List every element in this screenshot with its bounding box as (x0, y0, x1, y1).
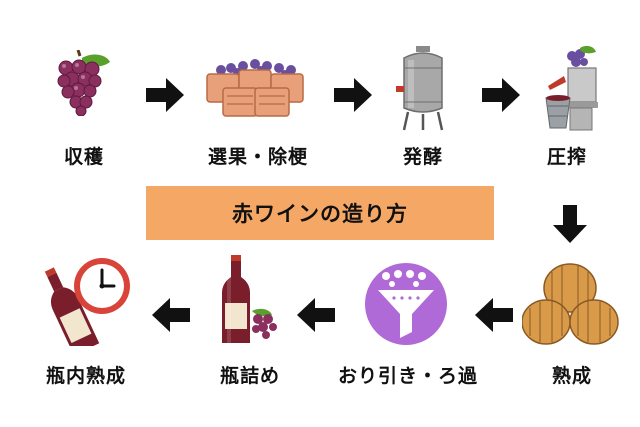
step-fermentation (394, 46, 452, 132)
arrow-left-icon (297, 298, 335, 332)
step-label-aging: 熟成 (551, 365, 593, 387)
arrow-right-icon (334, 78, 372, 112)
grape-crates-icon (206, 59, 304, 117)
step-aging (522, 262, 620, 346)
arrow-right-icon (482, 78, 520, 112)
step-sorting (203, 56, 307, 118)
wine-press-icon (545, 46, 598, 131)
bottle-clock-icon (44, 258, 130, 346)
arrow-left-icon (475, 298, 513, 332)
arrow-down-icon (553, 205, 587, 243)
step-label-filtration: おり引き・ろ過 (337, 365, 479, 387)
filter-funnel-icon (365, 263, 447, 345)
fermentation-tank-icon (396, 46, 444, 131)
step-bottling (218, 255, 284, 347)
arrow-left-icon (152, 298, 190, 332)
step-bottle-aging (44, 254, 134, 346)
wine-bottle-icon (222, 255, 277, 343)
step-harvest (52, 50, 112, 116)
arrow-right-icon (146, 78, 184, 112)
title-banner: 赤ワインの造り方 (146, 186, 494, 240)
step-label-bottling: 瓶詰め (219, 365, 281, 387)
step-label-fermentation: 発酵 (402, 146, 444, 168)
step-label-bottle-aging: 瓶内熟成 (45, 365, 127, 387)
step-pressing (536, 46, 602, 134)
grapes-icon (57, 50, 110, 116)
step-filtration (364, 262, 448, 346)
step-label-harvest: 収穫 (63, 146, 105, 168)
barrels-icon (522, 263, 619, 345)
step-label-sorting: 選果・除梗 (207, 146, 309, 168)
step-label-pressing: 圧搾 (546, 146, 588, 168)
diagram-title: 赤ワインの造り方 (232, 202, 408, 226)
